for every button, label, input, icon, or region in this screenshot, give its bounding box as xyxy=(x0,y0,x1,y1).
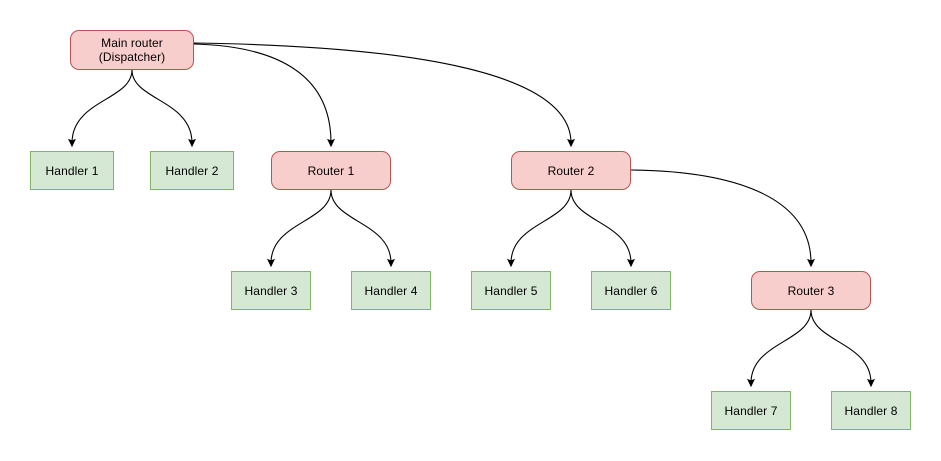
node-main-router[interactable]: Main router (Dispatcher) xyxy=(70,30,194,70)
node-label-handler-3: Handler 3 xyxy=(244,283,298,298)
node-label-handler-1: Handler 1 xyxy=(45,163,99,178)
node-label-handler-4: Handler 4 xyxy=(364,283,418,298)
edge-group xyxy=(68,42,875,388)
node-label-router-1: Router 1 xyxy=(307,163,355,178)
node-label-main-router: Main router (Dispatcher) xyxy=(98,36,166,64)
node-handler-6[interactable]: Handler 6 xyxy=(591,271,671,310)
node-label-handler-5: Handler 5 xyxy=(484,283,538,298)
node-label-router-2: Router 2 xyxy=(547,163,595,178)
node-router-2[interactable]: Router 2 xyxy=(511,151,631,190)
edge-router-2-to-handler-5 xyxy=(507,189,572,268)
node-label-router-3: Router 3 xyxy=(787,283,835,298)
edge-router-2-to-handler-6 xyxy=(570,189,635,268)
node-handler-2[interactable]: Handler 2 xyxy=(150,151,234,190)
node-handler-8[interactable]: Handler 8 xyxy=(831,391,911,430)
node-handler-3[interactable]: Handler 3 xyxy=(231,271,311,310)
node-handler-5[interactable]: Handler 5 xyxy=(471,271,551,310)
edge-main-router-to-router-2 xyxy=(193,42,575,148)
edge-router-3-to-handler-7 xyxy=(747,309,812,388)
edge-router-1-to-handler-4 xyxy=(330,189,395,268)
edge-main-router-to-handler-2 xyxy=(131,69,196,148)
node-handler-1[interactable]: Handler 1 xyxy=(30,151,114,190)
node-label-handler-8: Handler 8 xyxy=(844,403,898,418)
edge-router-3-to-handler-8 xyxy=(810,309,875,388)
node-router-1[interactable]: Router 1 xyxy=(271,151,391,190)
node-label-handler-6: Handler 6 xyxy=(604,283,658,298)
node-label-handler-2: Handler 2 xyxy=(165,163,219,178)
node-router-3[interactable]: Router 3 xyxy=(751,271,871,310)
edge-router-1-to-handler-3 xyxy=(267,189,332,268)
node-handler-7[interactable]: Handler 7 xyxy=(711,391,791,430)
edge-main-router-to-router-1 xyxy=(193,43,335,148)
node-handler-4[interactable]: Handler 4 xyxy=(351,271,431,310)
node-label-handler-7: Handler 7 xyxy=(724,403,778,418)
edge-main-router-to-handler-1 xyxy=(68,69,133,148)
edge-router-2-to-router-3 xyxy=(630,169,815,268)
